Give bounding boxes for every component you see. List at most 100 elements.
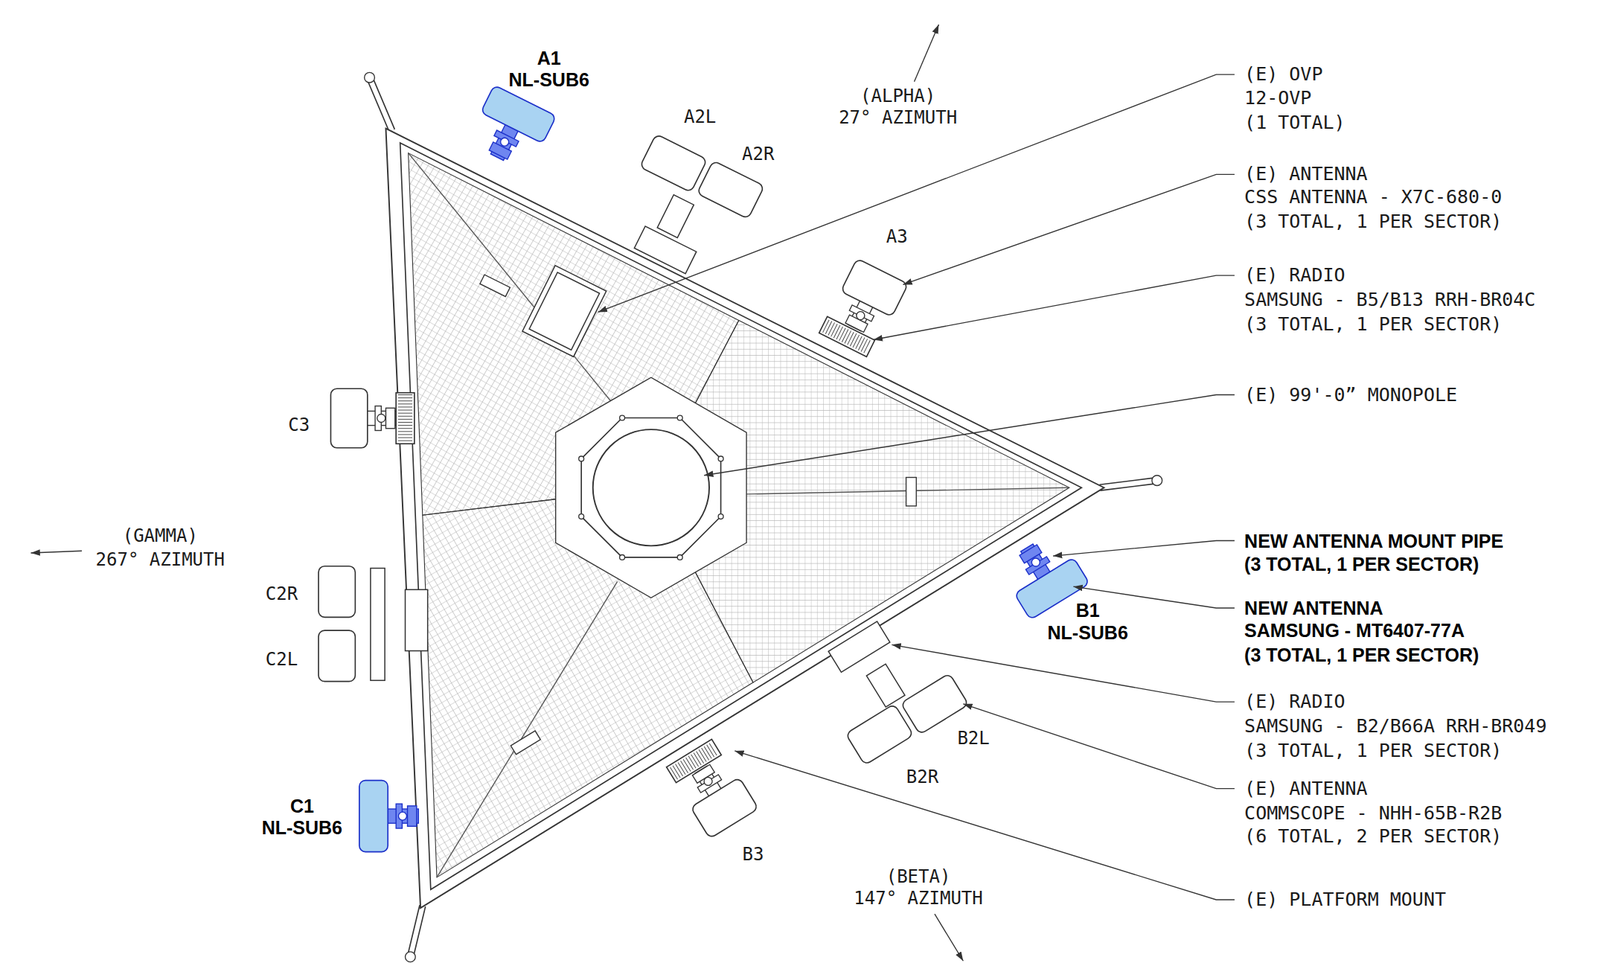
drawing-part [672,765,681,778]
equipment-label: C2L [264,651,300,670]
member-plate [906,477,917,507]
drawing-part [831,323,838,337]
collar-bolt [677,415,683,421]
drawing-part [693,753,702,766]
ovp-box [529,272,600,350]
drawing-part [691,754,699,767]
leader-line [962,704,1235,789]
callout-text: (3 TOTAL, 1 PER SECTOR) [1242,645,1481,665]
mount-bolt [499,136,511,148]
leader-line [598,74,1235,312]
drawing-part [696,750,704,763]
drawing-part [819,316,876,357]
mount-bolt [855,310,867,322]
drawing-part [709,743,717,756]
mount-bolt [1029,556,1042,568]
equipment-label: NL-SUB6 [507,69,591,90]
pipe-cap [364,72,376,83]
drawing-part [688,756,696,768]
collar-bolt [718,514,724,520]
drawing-part [849,333,857,347]
collar-bolt [578,514,585,520]
antenna-body [480,84,557,143]
drawing-part [398,430,413,432]
radio-unit [819,316,876,357]
equipment-label: 147° AZIMUTH [852,889,984,908]
drawing-part [398,410,413,411]
azimuth-arrow [914,24,940,82]
equipment-label: C2R [264,585,300,605]
platform-outer [385,128,1104,908]
pipe-cap [405,951,416,963]
drawing-part [839,328,847,341]
antenna-body [845,704,914,766]
antenna-body [840,258,909,317]
existing-antenna [900,673,969,735]
callout-text: NEW ANTENNA MOUNT PIPE [1242,531,1505,551]
callout-text: SAMSUNG - MT6407-77A [1242,620,1467,640]
antenna-mount [370,568,385,681]
support-member [436,581,618,878]
callout-text: (E) ANTENNA [1242,779,1370,799]
drawing-part [858,337,865,351]
collar-bolt [619,415,626,421]
drawing-part [704,746,712,759]
callout-text: (E) 99'-0” MONOPOLE [1242,385,1459,405]
center-plate [555,377,747,598]
drawing-part [861,338,868,352]
drawing-part [836,326,844,340]
existing-antenna [318,566,355,618]
new-antenna [465,84,556,173]
drawing-part [398,440,413,442]
callout-text: (3 TOTAL, 1 PER SECTOR) [1242,314,1504,335]
antenna-body [359,780,388,853]
drawing-part [398,421,413,423]
platform-rail [400,142,1083,890]
drawing-part [670,767,678,780]
corner-pipe [369,77,393,131]
antenna-body [690,777,759,839]
drawing-part [398,433,413,435]
mount-bracket [634,226,696,274]
antenna-mount [866,663,905,707]
member-plate [480,274,510,297]
equipment-label: B2R [904,768,940,787]
monopole-collar [581,418,721,558]
drawing-part [398,400,413,402]
equipment-label: C1 [288,796,316,816]
antenna-body [318,630,355,682]
leader-line [873,275,1235,340]
drawing-part [852,334,860,348]
new-antenna [359,780,419,853]
callout-text: (3 TOTAL, 1 PER SECTOR) [1242,554,1481,574]
equipment-label: (ALPHA) [858,87,937,107]
mount-bolt [377,414,386,423]
callout-text: (E) RADIO [1242,692,1347,712]
callout-text: (3 TOTAL, 1 PER SECTOR) [1242,211,1504,231]
antenna-mount [657,194,694,239]
callout-text: NEW ANTENNA [1242,598,1385,618]
member-plate [510,730,541,755]
drawing-part [677,762,686,774]
drawing-part [398,416,413,417]
mount-bracket [405,589,428,651]
drawing-part [398,397,413,399]
drawing-part [666,738,722,783]
drawing-part [398,413,413,414]
existing-antenna [696,160,765,219]
antenna-body [900,673,969,735]
mount-clamp [407,805,417,827]
equipment-label: A3 [884,228,910,248]
drawing-part [833,325,841,338]
equipment-label: A1 [535,48,563,68]
callout-text: SAMSUNG - B5/B13 RRH-BR04C [1242,290,1537,310]
azimuth-arrow [30,550,82,553]
collar-bolt [619,555,626,561]
drawing-part [823,320,830,333]
drawing-part [683,759,691,771]
existing-antenna [640,133,708,192]
equipment-label: B1 [1074,600,1102,620]
leader-line [704,394,1235,475]
drawing-part [855,336,863,350]
